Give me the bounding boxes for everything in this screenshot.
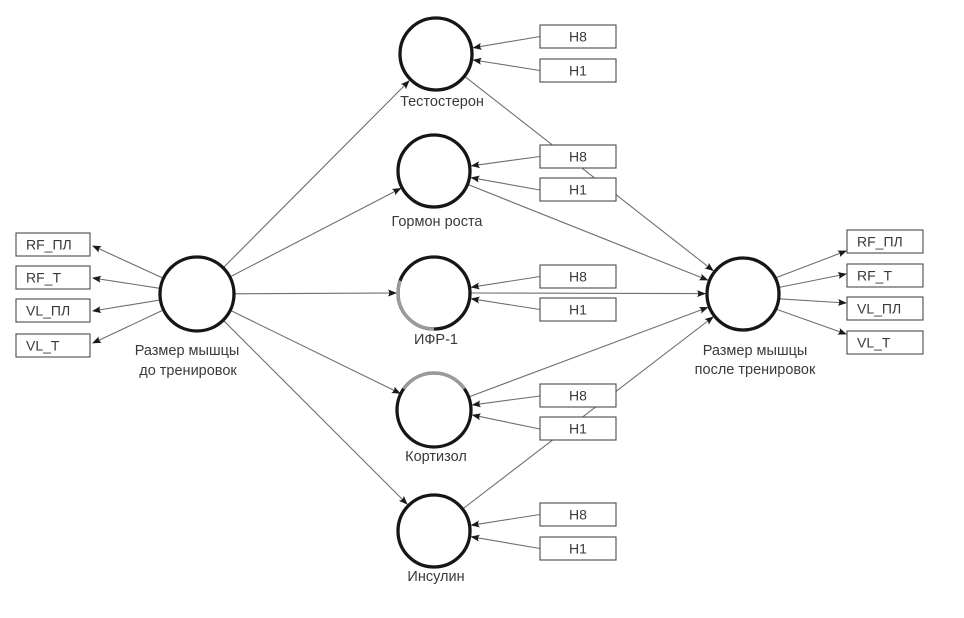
box-h8-insulin xyxy=(539,502,617,527)
arrow-h8-to-testosterone xyxy=(472,35,541,50)
growth-hormone-label: Гормон роста xyxy=(391,214,483,230)
after-label-line1: Размер мышцы xyxy=(703,343,808,359)
indicator-label-rf-t-right: RF_T xyxy=(857,268,892,284)
testosterone-label: Тестостерон xyxy=(400,94,484,110)
indicator-box-rf-pl-left xyxy=(15,232,91,257)
arrow-h1-to-testosterone xyxy=(472,57,541,72)
arrow-before-to-testosterone xyxy=(222,80,410,269)
cortisol-gray-arc xyxy=(402,371,466,390)
latent-nodes-group xyxy=(158,16,781,569)
latent-node-testosterone xyxy=(398,16,474,92)
before-indicator-boxes: RF_ПЛ RF_T VL_ПЛ VL_T xyxy=(15,232,91,358)
indicator-label-vl-pl-right: VL_ПЛ xyxy=(857,301,901,317)
arrow-before-to-rf-pl-left xyxy=(92,245,164,279)
before-label-line2: до тренировок xyxy=(139,363,237,379)
box-h1-igf1 xyxy=(539,297,617,322)
arrow-h8-to-insulin xyxy=(470,513,541,528)
arrow-h1-to-insulin xyxy=(470,534,541,550)
arrow-before-to-insulin xyxy=(222,319,408,505)
arrow-after-to-rf-pl-right xyxy=(775,250,847,279)
indicator-box-rf-pl-right xyxy=(846,229,924,254)
label-h8-testosterone: Н8 xyxy=(569,29,587,45)
label-h1-cortisol: Н1 xyxy=(569,421,587,437)
before-label-line1: Размер мышцы xyxy=(135,343,240,359)
arrow-before-to-vl-t-left xyxy=(92,309,164,344)
label-h1-growth-hormone: Н1 xyxy=(569,182,587,198)
indicator-label-vl-t-left: VL_T xyxy=(26,338,60,354)
box-h8-cortisol xyxy=(539,383,617,408)
insulin-label: Инсулин xyxy=(407,569,464,585)
latent-node-muscle-before xyxy=(158,255,236,333)
arrow-cortisol-to-after xyxy=(468,306,709,398)
arrow-after-to-rf-t-right xyxy=(778,272,847,289)
arrow-h1-to-growth-hormone xyxy=(470,175,541,191)
latent-node-labels: Размер мышцы до тренировок Тестостерон Г… xyxy=(135,94,816,585)
label-h8-igf1: Н8 xyxy=(569,269,587,285)
arrow-h1-to-igf1 xyxy=(470,296,541,311)
indicator-label-rf-pl-right: RF_ПЛ xyxy=(857,234,903,250)
label-h1-igf1: Н1 xyxy=(569,302,587,318)
arrow-igf1-to-after xyxy=(469,290,706,298)
box-h1-cortisol xyxy=(539,416,617,441)
after-label-line2: после тренировок xyxy=(695,362,816,378)
arrow-h8-to-cortisol xyxy=(471,395,541,408)
indicator-box-vl-pl-left xyxy=(15,298,91,323)
label-h1-insulin: Н1 xyxy=(569,541,587,557)
indicator-label-rf-pl-left: RF_ПЛ xyxy=(26,237,72,253)
indicator-box-vl-pl-right xyxy=(846,296,924,321)
edges-group xyxy=(92,35,847,550)
indicator-box-vl-t-left xyxy=(15,333,91,358)
latent-node-muscle-after xyxy=(705,256,781,332)
indicator-box-rf-t-right xyxy=(846,263,924,288)
hormone-indicator-boxes: Н8 Н1 Н8 Н1 Н8 Н1 Н8 Н1 Н8 Н1 xyxy=(539,24,617,561)
arrow-before-to-igf1 xyxy=(233,289,397,297)
latent-node-insulin xyxy=(396,493,472,569)
indicator-label-vl-t-right: VL_T xyxy=(857,335,891,351)
label-h1-testosterone: Н1 xyxy=(569,63,587,79)
arrow-h8-to-growth-hormone xyxy=(470,155,541,169)
arrow-before-to-vl-pl-left xyxy=(92,299,161,314)
arrow-insulin-to-after xyxy=(462,316,714,510)
arrow-before-to-cortisol xyxy=(229,309,401,394)
label-h8-insulin: Н8 xyxy=(569,507,587,523)
box-h1-insulin xyxy=(539,536,617,561)
cortisol-label: Кортизол xyxy=(405,449,467,465)
box-h8-growth-hormone xyxy=(539,144,617,169)
igf1-gray-arc xyxy=(396,280,435,331)
arrow-h1-to-cortisol xyxy=(471,413,541,430)
box-h1-growth-hormone xyxy=(539,177,617,202)
after-indicator-boxes: RF_ПЛ RF_T VL_ПЛ VL_T xyxy=(846,229,924,355)
indicator-box-rf-t-left xyxy=(15,265,91,290)
latent-node-growth-hormone xyxy=(396,133,472,209)
arrow-after-to-vl-pl-right xyxy=(778,298,847,306)
arrow-before-to-growth-hormone xyxy=(229,188,402,278)
indicator-label-rf-t-left: RF_T xyxy=(26,270,61,286)
box-h8-igf1 xyxy=(539,264,617,289)
label-h8-growth-hormone: Н8 xyxy=(569,149,587,165)
label-h8-cortisol: Н8 xyxy=(569,388,587,404)
arrow-h8-to-igf1 xyxy=(470,275,541,290)
arrow-testosterone-to-after xyxy=(464,75,714,272)
box-h8-testosterone xyxy=(539,24,617,49)
box-h1-testosterone xyxy=(539,58,617,83)
arrow-before-to-rf-t-left xyxy=(92,275,161,289)
igf1-label: ИФР-1 xyxy=(414,332,458,348)
arrow-after-to-vl-t-right xyxy=(775,308,847,335)
arrow-growth-hormone-to-after xyxy=(467,183,709,281)
indicator-box-vl-t-right xyxy=(846,330,924,355)
indicator-label-vl-pl-left: VL_ПЛ xyxy=(26,303,70,319)
